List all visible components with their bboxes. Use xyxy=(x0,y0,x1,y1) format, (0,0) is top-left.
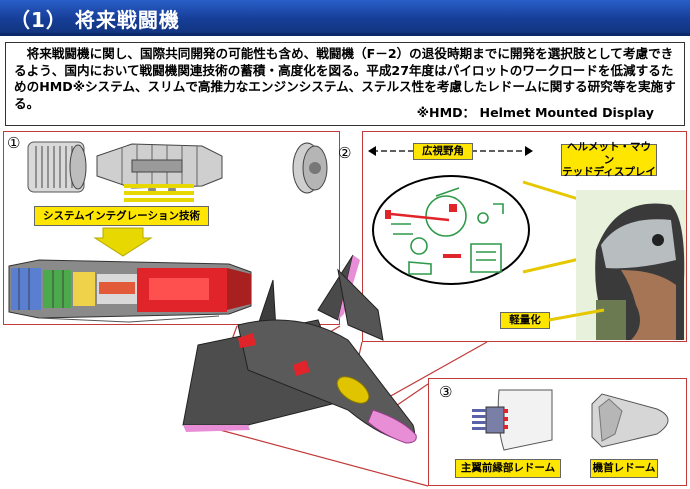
engine-fan-image xyxy=(27,141,87,193)
helmet-label-line1: ヘルメット・マウン xyxy=(567,141,651,166)
lightweight-label: 軽量化 xyxy=(500,312,550,329)
helmet-display-label: ヘルメット・マウン テッドディスプレイ xyxy=(561,141,657,179)
nose-radome-label: 機首レドーム xyxy=(590,459,658,478)
radome-panel: ③ 主翼前縁部レドーム 機首レドーム xyxy=(428,378,687,486)
panel-number-1: ① xyxy=(7,134,21,152)
down-arrow xyxy=(93,227,153,257)
hmd-footnote: ※HMD： Helmet Mounted Display xyxy=(416,105,654,121)
nose-radome-image xyxy=(591,393,669,448)
wing-radome-image xyxy=(472,389,553,451)
panel-number-2: ② xyxy=(338,144,352,162)
helmet-label-line2: テッドディスプレイ xyxy=(562,166,656,179)
engine-panel: ① システムインテグレーション技術 xyxy=(3,131,340,325)
fighter-aircraft-image xyxy=(182,254,417,444)
wing-radome-label: 主翼前縁部レドーム xyxy=(455,459,561,478)
system-integration-label: システムインテグレーション技術 xyxy=(34,206,209,226)
integration-arrow xyxy=(124,184,194,202)
engine-core-image xyxy=(96,143,223,194)
intro-text: 将来戦闘機に関し、国際共同開発の可能性も含め、戦闘機（F－2）の退役時期までに開… xyxy=(14,46,676,111)
lightweight-link xyxy=(548,308,605,322)
fov-label: 広視野角 xyxy=(413,143,473,160)
engine-cutaway-image xyxy=(8,259,252,323)
hmd-display-image xyxy=(372,175,530,285)
page-title: （1） 将来戦闘機 xyxy=(10,8,180,32)
hmd-panel: ② 広視野角 ヘルメット・マウン テッドディスプ xyxy=(338,131,687,342)
intro-box: 将来戦闘機に関し、国際共同開発の可能性も含め、戦闘機（F－2）の退役時期までに開… xyxy=(5,42,685,126)
title-bar: （1） 将来戦闘機 xyxy=(0,0,690,36)
panel-number-3: ③ xyxy=(439,383,453,401)
pilot-helmet-image xyxy=(576,190,686,340)
fov-arrow xyxy=(368,146,533,156)
engine-turbine-image xyxy=(292,142,328,194)
